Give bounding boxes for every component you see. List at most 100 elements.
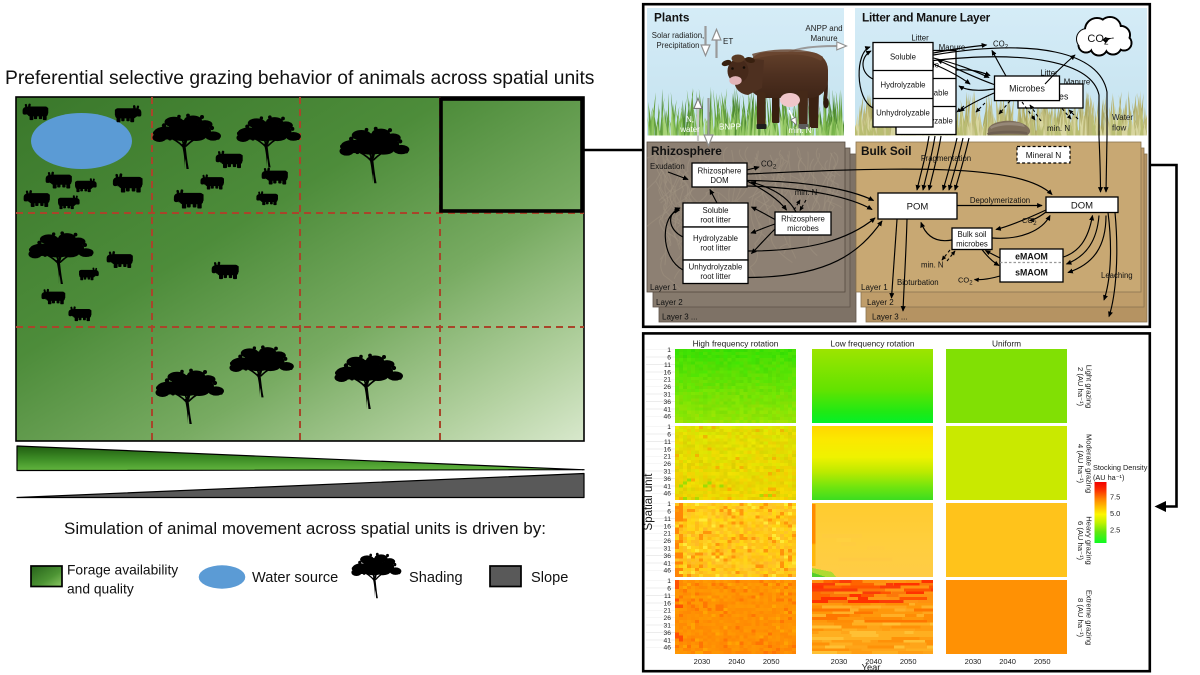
- svg-text:Rhizosphere: Rhizosphere: [698, 167, 742, 176]
- svg-text:Bulk Soil: Bulk Soil: [861, 144, 911, 158]
- svg-text:Mineral N: Mineral N: [1026, 150, 1062, 160]
- svg-text:ANPP and: ANPP and: [805, 24, 842, 33]
- svg-text:POM: POM: [907, 202, 929, 213]
- svg-text:Light grazing: Light grazing: [1085, 365, 1094, 408]
- svg-text:Preferential selective grazing: Preferential selective grazing behavior …: [5, 68, 594, 89]
- svg-text:5.0: 5.0: [1110, 509, 1120, 518]
- svg-text:Manure: Manure: [810, 34, 838, 43]
- svg-text:1: 1: [667, 347, 671, 354]
- svg-text:2050: 2050: [763, 657, 780, 666]
- svg-text:16: 16: [664, 600, 672, 607]
- svg-text:min. N: min. N: [921, 261, 944, 270]
- svg-text:microbes: microbes: [787, 224, 819, 233]
- svg-text:Fragmentation: Fragmentation: [921, 154, 971, 163]
- svg-text:CO2: CO2: [1022, 216, 1037, 227]
- svg-text:2040: 2040: [865, 657, 882, 666]
- svg-text:Solar radiation,: Solar radiation,: [652, 31, 704, 40]
- svg-text:26: 26: [664, 461, 672, 468]
- svg-text:36: 36: [664, 630, 672, 637]
- svg-text:36: 36: [664, 476, 672, 483]
- svg-text:16: 16: [664, 369, 672, 376]
- svg-text:min. N: min. N: [788, 126, 811, 135]
- svg-text:2030: 2030: [694, 657, 711, 666]
- svg-text:Heavy grazing: Heavy grazing: [1085, 516, 1094, 565]
- svg-text:Forage availability: Forage availability: [67, 563, 178, 578]
- svg-text:CO2: CO2: [993, 40, 1009, 51]
- svg-text:flow: flow: [1112, 124, 1126, 133]
- svg-text:Soluble: Soluble: [702, 206, 728, 215]
- svg-text:CO2: CO2: [1087, 33, 1109, 47]
- svg-text:Bioturbation: Bioturbation: [897, 278, 939, 287]
- svg-text:Manure: Manure: [1064, 78, 1090, 87]
- svg-text:26: 26: [664, 615, 672, 622]
- svg-text:Layer 3 ...: Layer 3 ...: [872, 313, 908, 322]
- svg-text:Extreme grazing: Extreme grazing: [1085, 590, 1094, 645]
- svg-text:High frequency rotation: High frequency rotation: [693, 339, 779, 349]
- svg-text:Litter: Litter: [1040, 69, 1058, 78]
- svg-text:Layer 1: Layer 1: [650, 283, 677, 292]
- svg-text:1: 1: [667, 501, 671, 508]
- svg-text:Hydrolyzable: Hydrolyzable: [693, 234, 738, 243]
- svg-text:Shading: Shading: [409, 570, 463, 586]
- svg-text:6: 6: [667, 432, 671, 439]
- svg-text:2040: 2040: [999, 657, 1016, 666]
- svg-text:BNPP: BNPP: [719, 123, 741, 132]
- svg-text:Layer 1: Layer 1: [861, 283, 888, 292]
- svg-text:46: 46: [664, 414, 672, 421]
- svg-text:Moderate grazing: Moderate grazing: [1085, 434, 1094, 493]
- svg-text:Layer 2: Layer 2: [867, 298, 894, 307]
- svg-text:2 (AU ha⁻¹): 2 (AU ha⁻¹): [1076, 367, 1085, 407]
- svg-text:water: water: [679, 125, 700, 134]
- svg-text:Exudation: Exudation: [650, 162, 685, 171]
- svg-text:6: 6: [667, 586, 671, 593]
- svg-text:CO2: CO2: [958, 276, 973, 287]
- svg-text:1: 1: [667, 578, 671, 585]
- svg-text:Layer 2: Layer 2: [656, 298, 683, 307]
- svg-text:46: 46: [664, 491, 672, 498]
- svg-text:8 (AU ha⁻¹): 8 (AU ha⁻¹): [1076, 598, 1085, 638]
- svg-text:ET: ET: [723, 37, 733, 46]
- svg-text:Layer 3 ...: Layer 3 ...: [662, 313, 698, 322]
- svg-text:41: 41: [664, 406, 672, 413]
- svg-text:Precipitation: Precipitation: [657, 41, 700, 50]
- svg-text:4 (AU ha⁻¹): 4 (AU ha⁻¹): [1076, 444, 1085, 484]
- svg-text:6: 6: [667, 509, 671, 516]
- svg-text:11: 11: [664, 593, 671, 600]
- svg-text:Depolymerization: Depolymerization: [970, 196, 1030, 205]
- svg-text:11: 11: [664, 439, 671, 446]
- svg-text:2030: 2030: [831, 657, 848, 666]
- svg-text:(AU ha⁻¹): (AU ha⁻¹): [1093, 473, 1124, 482]
- svg-text:Manure: Manure: [939, 43, 965, 52]
- svg-text:Slope: Slope: [531, 570, 568, 586]
- svg-text:46: 46: [664, 645, 672, 652]
- svg-text:26: 26: [664, 538, 672, 545]
- svg-text:36: 36: [664, 553, 672, 560]
- svg-text:Microbes: Microbes: [1009, 84, 1045, 94]
- svg-text:Litter and Manure Layer: Litter and Manure Layer: [862, 11, 991, 25]
- svg-text:31: 31: [664, 546, 672, 553]
- svg-text:1: 1: [667, 424, 671, 431]
- svg-text:36: 36: [664, 399, 672, 406]
- svg-text:7.5: 7.5: [1110, 493, 1120, 502]
- svg-text:2040: 2040: [728, 657, 745, 666]
- svg-text:Low frequency rotation: Low frequency rotation: [831, 339, 915, 349]
- svg-text:N,: N,: [686, 115, 694, 124]
- svg-text:21: 21: [664, 608, 672, 615]
- svg-text:2030: 2030: [965, 657, 982, 666]
- svg-text:41: 41: [664, 560, 672, 567]
- svg-text:eMAOM: eMAOM: [1015, 252, 1048, 262]
- svg-text:11: 11: [664, 516, 671, 523]
- svg-text:sMAOM: sMAOM: [1015, 268, 1048, 278]
- svg-text:Water source: Water source: [252, 570, 338, 586]
- svg-text:min. N: min. N: [795, 188, 818, 197]
- svg-text:Bulk soil: Bulk soil: [957, 230, 986, 239]
- svg-text:11: 11: [664, 362, 671, 369]
- svg-text:6 (AU ha⁻¹): 6 (AU ha⁻¹): [1076, 521, 1085, 561]
- svg-text:2.5: 2.5: [1110, 526, 1120, 535]
- svg-text:Rhizosphere: Rhizosphere: [651, 144, 722, 158]
- svg-text:Unhydrolyzable: Unhydrolyzable: [876, 109, 930, 118]
- svg-text:Soluble: Soluble: [890, 53, 916, 62]
- svg-text:21: 21: [664, 531, 672, 538]
- svg-text:6: 6: [667, 355, 671, 362]
- svg-text:2050: 2050: [900, 657, 917, 666]
